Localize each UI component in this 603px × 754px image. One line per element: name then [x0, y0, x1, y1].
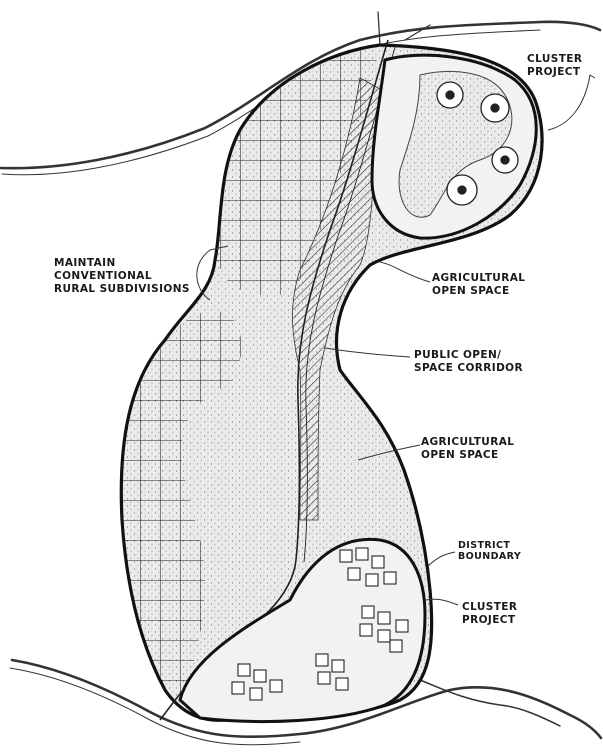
- label-district-line1: DISTRICT: [458, 540, 521, 551]
- label-agricultural-top-line1: AGRICULTURAL: [432, 272, 525, 285]
- label-cluster-project-bottom-line2: PROJECT: [462, 614, 517, 627]
- label-maintain-rural-subdivisions: MAINTAIN CONVENTIONAL RURAL SUBDIVISIONS: [54, 257, 190, 296]
- label-cluster-project-top-line2: PROJECT: [527, 66, 582, 79]
- label-public-line2: SPACE CORRIDOR: [414, 362, 523, 375]
- label-district-line2: BOUNDARY: [458, 551, 521, 562]
- label-maintain-line2: CONVENTIONAL: [54, 270, 190, 283]
- label-maintain-line3: RURAL SUBDIVISIONS: [54, 283, 190, 296]
- label-agricultural-bottom-line2: OPEN SPACE: [421, 449, 514, 462]
- label-agricultural-bottom-line1: AGRICULTURAL: [421, 436, 514, 449]
- label-cluster-project-top-line1: CLUSTER: [527, 53, 582, 66]
- label-maintain-line1: MAINTAIN: [54, 257, 190, 270]
- label-public-line1: PUBLIC OPEN/: [414, 349, 523, 362]
- label-district-boundary: DISTRICT BOUNDARY: [458, 540, 521, 562]
- label-cluster-project-top: CLUSTER PROJECT: [527, 53, 582, 79]
- label-agricultural-open-space-top: AGRICULTURAL OPEN SPACE: [432, 272, 525, 298]
- label-cluster-project-bottom: CLUSTER PROJECT: [462, 601, 517, 627]
- label-agricultural-top-line2: OPEN SPACE: [432, 285, 525, 298]
- label-public-open-space-corridor: PUBLIC OPEN/ SPACE CORRIDOR: [414, 349, 523, 375]
- label-cluster-project-bottom-line1: CLUSTER: [462, 601, 517, 614]
- label-agricultural-open-space-bottom: AGRICULTURAL OPEN SPACE: [421, 436, 514, 462]
